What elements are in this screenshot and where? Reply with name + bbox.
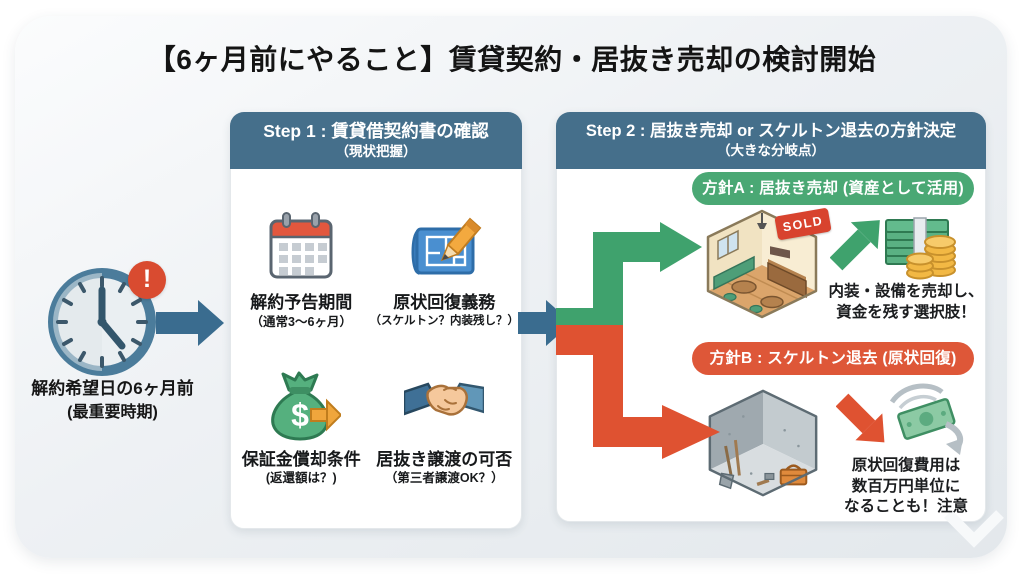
clock-icon bbox=[48, 268, 156, 376]
step1-items: 解約予告期間 （通常3〜6ヶ月） bbox=[231, 170, 521, 528]
list-item: 居抜き譲渡の可否 （第三者譲渡OK？） bbox=[376, 364, 512, 487]
branch-a-caption-line1: 内装・設備を売却し、 bbox=[828, 283, 984, 300]
blueprint-icon bbox=[411, 217, 482, 276]
step1-header: Step 1 : 賃貸借契約書の確認 （現状把握） bbox=[230, 112, 522, 169]
branch-b-caption: 原状回復費用は 数百万円単位に なることも！注意 bbox=[826, 456, 986, 518]
list-item: 解約予告期間 （通常3〜6ヶ月） bbox=[250, 207, 352, 330]
branch-fork-arrows bbox=[556, 222, 720, 459]
money-stack-icon bbox=[885, 217, 956, 280]
arrow-right-icon bbox=[156, 300, 224, 346]
step1-subtitle: （現状把握） bbox=[335, 143, 417, 159]
svg-text:$: $ bbox=[291, 397, 309, 433]
restaurant-interior-icon bbox=[706, 209, 818, 319]
step2-header: Step 2 : 居抜き売却 or スケルトン退去の方針決定 （大きな分岐点） bbox=[556, 112, 986, 169]
handshake-icon bbox=[404, 382, 485, 416]
branch-b-caption-line2: 数百万円単位に bbox=[851, 477, 961, 495]
step1-box: Step 1 : 賃貸借契約書の確認 （現状把握） bbox=[230, 112, 522, 529]
branch-b-caption-line1: 原状回復費用は bbox=[851, 457, 961, 474]
item-title: 居抜き譲渡の可否 bbox=[376, 449, 513, 469]
item-note: （スケルトン？内装残し？） bbox=[369, 314, 520, 327]
list-item: $ 保証金償却条件 (返還額は？) bbox=[242, 364, 361, 487]
timeline-caption-line1: 解約希望日の6ヶ月前 bbox=[31, 379, 194, 398]
money-fly-icon bbox=[889, 383, 964, 455]
item-title: 原状回復義務 bbox=[393, 293, 496, 313]
step1-title: Step 1 : 賃貸借契約書の確認 bbox=[263, 120, 489, 141]
timeline-caption: 解約希望日の6ヶ月前 (最重要時期) bbox=[10, 377, 215, 424]
item-note: （第三者譲渡OK？） bbox=[384, 470, 504, 485]
item-title: 解約予告期間 bbox=[250, 293, 353, 313]
step2-subtitle: （大きな分岐点） bbox=[717, 143, 825, 159]
branch-a-badge: 方針A : 居抜き売却 (資産として活用) bbox=[692, 172, 974, 205]
branch-b-badge: 方針B : スケルトン退去 (原状回復) bbox=[692, 342, 974, 375]
item-note: (返還額は？) bbox=[265, 470, 337, 485]
chevron-watermark-icon bbox=[944, 510, 1004, 548]
skeleton-room-icon bbox=[708, 389, 818, 497]
list-item: 原状回復義務 （スケルトン？内装残し？） bbox=[369, 207, 520, 330]
branch-b-decline-arrow-icon bbox=[836, 393, 885, 443]
timeline-caption-line2: (最重要時期) bbox=[67, 403, 158, 421]
money-bag-icon: $ bbox=[271, 371, 342, 441]
branch-a-caption-line2: 資金を残す選択肢！ bbox=[836, 303, 976, 321]
item-title: 保証金償却条件 bbox=[241, 449, 361, 469]
item-note: （通常3〜6ヶ月） bbox=[250, 314, 352, 329]
step2-title: Step 2 : 居抜き売却 or スケルトン退去の方針決定 bbox=[585, 122, 957, 141]
calendar-icon bbox=[269, 212, 333, 279]
branch-b-caption-line3: なることも！注意 bbox=[843, 498, 968, 516]
branch-down-arrow-icon bbox=[556, 325, 720, 459]
branch-a-caption: 内装・設備を売却し、 資金を残す選択肢！ bbox=[824, 282, 988, 323]
page-title: 【6ヶ月前にやること】賃貸契約・居抜き売却の検討開始 bbox=[147, 44, 877, 75]
branch-a-growth-arrow-icon bbox=[830, 220, 880, 271]
alert-icon: ! bbox=[128, 261, 166, 299]
branch-up-arrow-icon bbox=[556, 222, 702, 338]
